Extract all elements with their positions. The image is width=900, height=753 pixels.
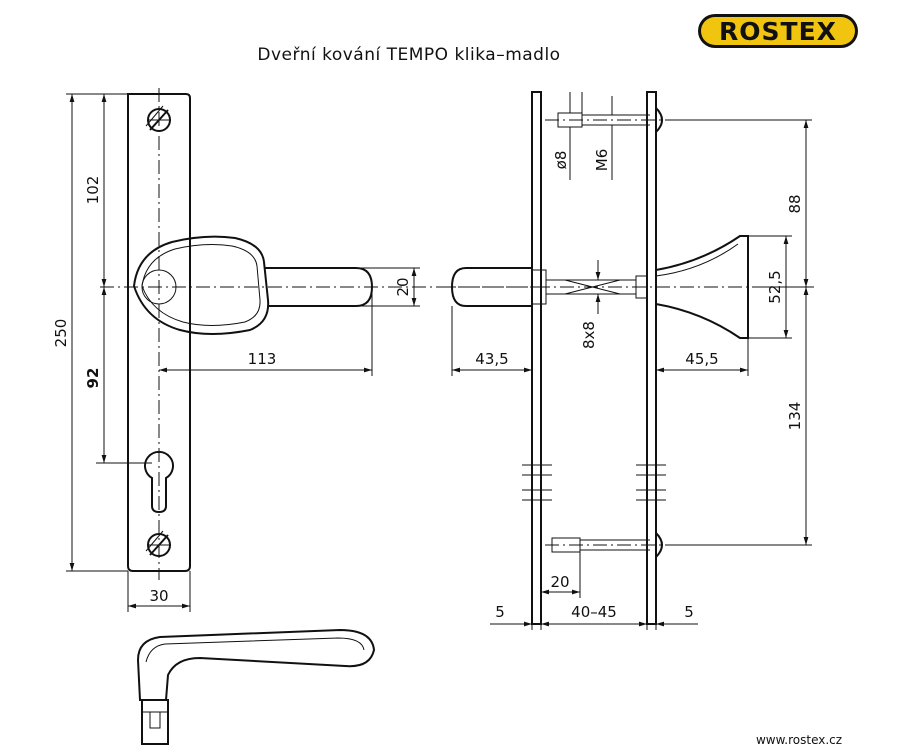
backplate-outline — [127, 93, 191, 572]
door-break-marks — [522, 464, 666, 501]
dim-upper-height: 102 — [84, 176, 102, 205]
side-view: ø8 M6 8x8 43,5 45,5 52,5 88 134 20 — [440, 91, 815, 630]
dim-screw-thread: M6 — [593, 149, 611, 172]
dim-knob-projection: 45,5 — [685, 350, 718, 368]
dim-width: 30 — [149, 587, 168, 605]
lever-handle-profile — [136, 628, 376, 701]
logo-text: ROSTEX — [719, 17, 837, 46]
dim-upper-spacing: 88 — [786, 194, 804, 213]
dim-lever-projection: 43,5 — [475, 350, 508, 368]
dim-screw-offset: 20 — [550, 573, 569, 591]
dim-lever-length: 113 — [248, 350, 277, 368]
dim-lower-spacing: 134 — [786, 402, 804, 431]
logo-badge — [701, 17, 855, 45]
dim-plate-right: 5 — [684, 603, 694, 621]
website-url: www.rostex.cz — [756, 733, 842, 747]
upper-screw-icon — [145, 105, 171, 132]
lower-screw-icon — [145, 530, 171, 557]
dim-screw-diameter: ø8 — [552, 151, 570, 170]
drawing-title: Dveřní kování TEMPO klika–madlo — [257, 45, 560, 65]
dim-door-thickness: 40–45 — [571, 603, 617, 621]
lever-profile-view — [136, 628, 376, 745]
lever-spindle-stub — [141, 699, 169, 745]
dim-lower-height: 92 — [84, 368, 102, 389]
dim-spindle: 8x8 — [580, 321, 598, 349]
rostex-logo: ROSTEX — [698, 14, 858, 48]
cylinder-keyhole — [144, 450, 174, 514]
lever-rose — [132, 235, 270, 335]
dim-lever-diameter: 20 — [394, 277, 412, 296]
left-backplate — [531, 91, 542, 625]
dim-overall-height: 250 — [52, 319, 70, 348]
right-backplate — [646, 91, 657, 625]
front-view: 250 102 92 30 113 20 — [52, 88, 545, 612]
dim-plate-left: 5 — [495, 603, 505, 621]
